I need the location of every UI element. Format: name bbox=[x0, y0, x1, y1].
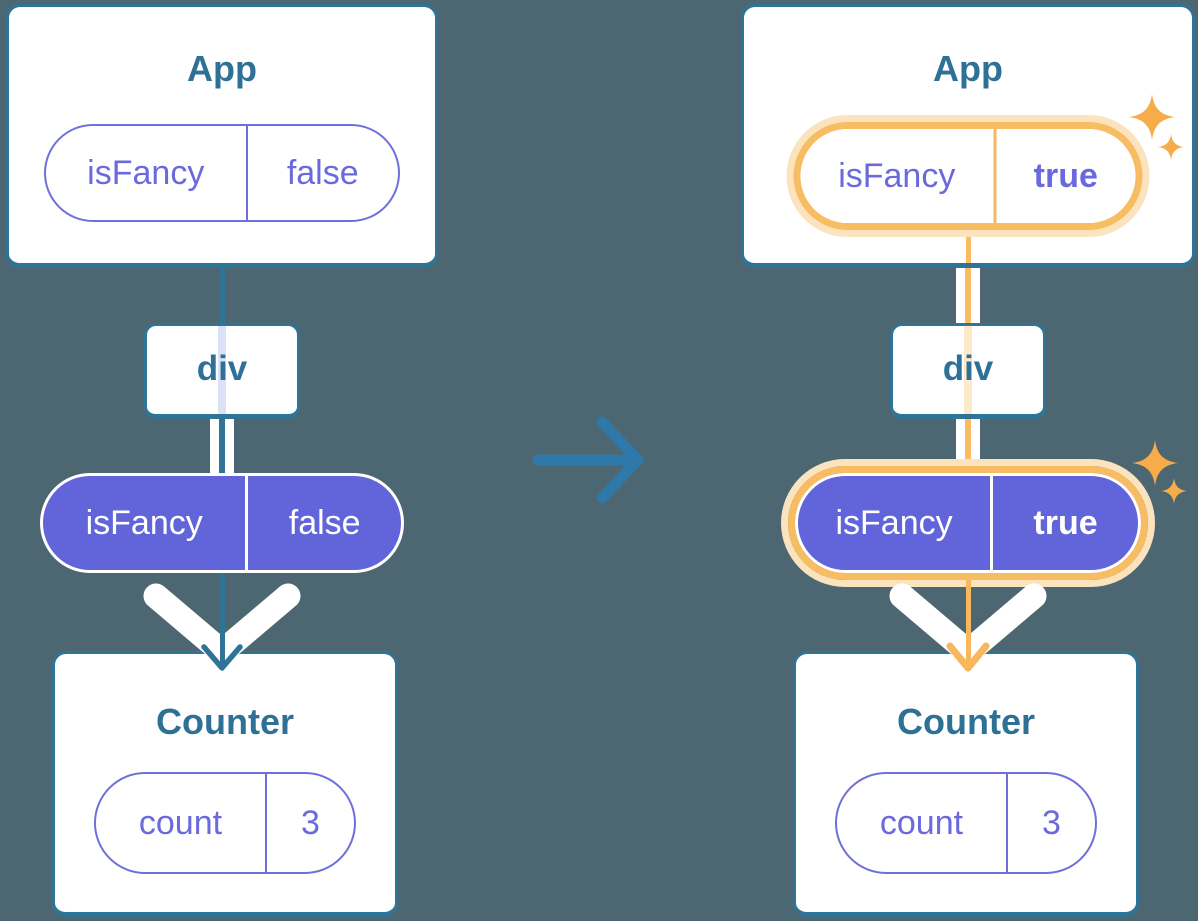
prop-pipe bbox=[956, 414, 980, 478]
state-pill-value: false bbox=[245, 476, 401, 570]
div-node-card: div bbox=[890, 323, 1046, 419]
sparkle-icon bbox=[1129, 94, 1175, 140]
prop-pipe bbox=[210, 414, 234, 478]
state-pill-value: true bbox=[990, 476, 1138, 570]
counter-card: Counter count 3 bbox=[52, 651, 398, 917]
pipe-wall bbox=[210, 414, 219, 478]
pipe-wall bbox=[225, 414, 234, 478]
count-pill: count 3 bbox=[94, 772, 356, 874]
app-card: App isFancy false bbox=[6, 4, 438, 268]
div-node-card: div bbox=[144, 323, 300, 419]
pipe-wall bbox=[956, 266, 965, 326]
count-pill-value: 3 bbox=[1005, 774, 1095, 872]
sparkle-icon bbox=[1158, 134, 1184, 160]
prop-pill-value: false bbox=[245, 126, 399, 220]
down-arrow-line bbox=[219, 573, 225, 668]
state-connector-line bbox=[965, 229, 971, 263]
prop-pill: isFancy false bbox=[44, 124, 400, 222]
sparkle-icon bbox=[1161, 478, 1187, 504]
pipe-state-line bbox=[219, 414, 225, 478]
counter-card-title: Counter bbox=[156, 701, 294, 742]
div-node-label: div bbox=[942, 349, 994, 388]
down-arrow-icon bbox=[201, 644, 243, 671]
count-pill: count 3 bbox=[835, 772, 1097, 874]
down-arrow-icon bbox=[946, 642, 990, 672]
count-pill-key: count bbox=[879, 803, 964, 842]
prop-pill-key: isFancy bbox=[838, 156, 956, 195]
state-pill-highlighted: isFancy true bbox=[788, 466, 1148, 580]
state-pill-key: isFancy bbox=[85, 503, 203, 542]
prop-pill-value: true bbox=[993, 129, 1135, 223]
prop-pill-key: isFancy bbox=[87, 153, 205, 192]
prop-pill: isFancy true bbox=[800, 129, 1136, 223]
state-pill: isFancy true bbox=[795, 473, 1141, 573]
state-flow-stripe bbox=[218, 326, 226, 414]
sparkle-icon bbox=[1132, 440, 1178, 486]
app-card-title: App bbox=[933, 48, 1003, 89]
state-pill-key: isFancy bbox=[835, 503, 953, 542]
pipe-wall bbox=[971, 414, 980, 478]
pipe-wall bbox=[971, 266, 980, 326]
counter-card-title: Counter bbox=[897, 701, 1035, 742]
down-arrow-line bbox=[965, 580, 971, 668]
prop-pill-highlighted: isFancy true bbox=[793, 122, 1143, 230]
app-card-title: App bbox=[187, 48, 257, 89]
state-pill: isFancy false bbox=[40, 473, 404, 573]
div-node-label: div bbox=[196, 349, 248, 388]
pipe-wall bbox=[956, 414, 965, 478]
state-connector-line bbox=[219, 265, 225, 327]
prop-pipe bbox=[956, 266, 980, 326]
transition-arrow-icon bbox=[532, 416, 644, 504]
count-pill-value: 3 bbox=[264, 774, 354, 872]
app-card: App isFancy true bbox=[741, 4, 1195, 268]
counter-card: Counter count 3 bbox=[793, 651, 1139, 917]
state-flow-stripe bbox=[964, 326, 972, 414]
pipe-state-line bbox=[965, 414, 971, 478]
count-pill-key: count bbox=[138, 803, 223, 842]
pipe-state-line bbox=[965, 266, 971, 326]
